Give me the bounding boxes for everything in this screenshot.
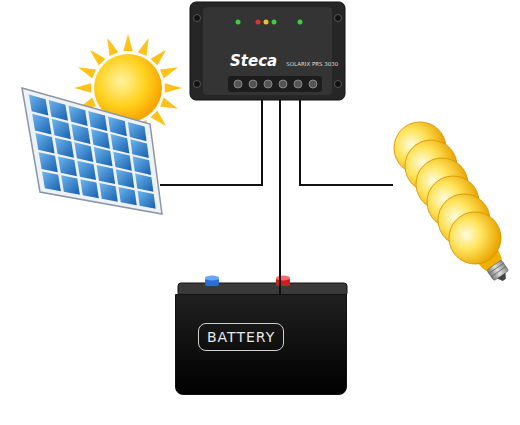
charge-controller-body	[190, 2, 345, 100]
light-bulbs	[384, 112, 520, 295]
battery-top	[178, 276, 347, 297]
battery-label: BATTERY	[198, 323, 284, 351]
brand-logo: Steca	[230, 54, 277, 69]
model-label: SOLARIX PRS 3030	[286, 62, 338, 68]
solar-panel	[22, 88, 162, 214]
battery: BATTERY	[175, 294, 347, 395]
wire	[279, 100, 281, 294]
wire	[160, 100, 393, 185]
charge-controller: StecaSOLARIX PRS 3030	[190, 2, 345, 100]
